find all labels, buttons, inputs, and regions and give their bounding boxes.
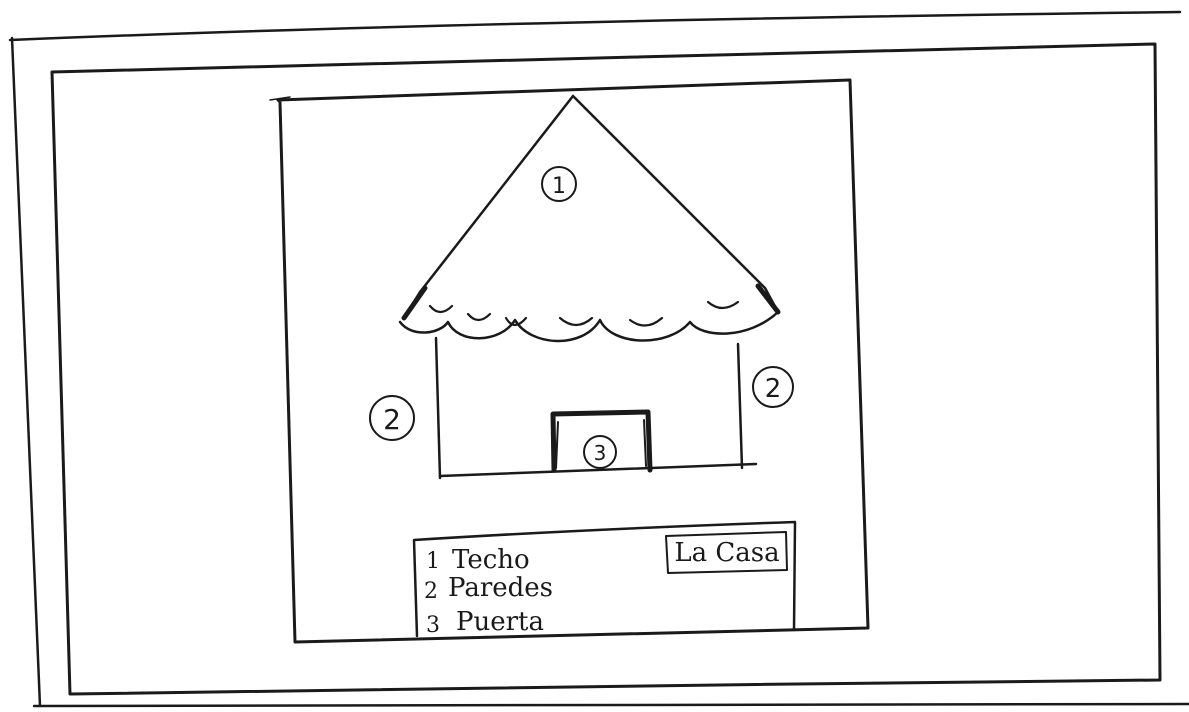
door-number-badge: 3	[584, 436, 616, 468]
legend-item-1-number: 1	[426, 549, 440, 574]
wall-left-number-badge: 2	[370, 396, 414, 440]
roof-number: 1	[552, 174, 566, 199]
roof	[400, 96, 778, 341]
wall-right-number: 2	[765, 374, 782, 404]
wall-right-number-badge: 2	[753, 367, 793, 407]
outer-border	[10, 12, 1189, 706]
legend-item-3-number: 3	[426, 613, 440, 638]
legend-item-3-text: Puerta	[456, 607, 544, 637]
legend: La Casa 1 Techo 2 Paredes 3 Puerta	[414, 522, 795, 638]
wall-left-number: 2	[383, 403, 401, 436]
door-number: 3	[594, 441, 607, 465]
legend-title: La Casa	[674, 538, 779, 568]
frame-border	[52, 44, 1160, 694]
legend-item-2-text: Paredes	[448, 573, 553, 603]
roof-number-badge: 1	[542, 167, 576, 201]
legend-item-2-number: 2	[424, 579, 438, 604]
legend-item-1-text: Techo	[452, 545, 530, 575]
